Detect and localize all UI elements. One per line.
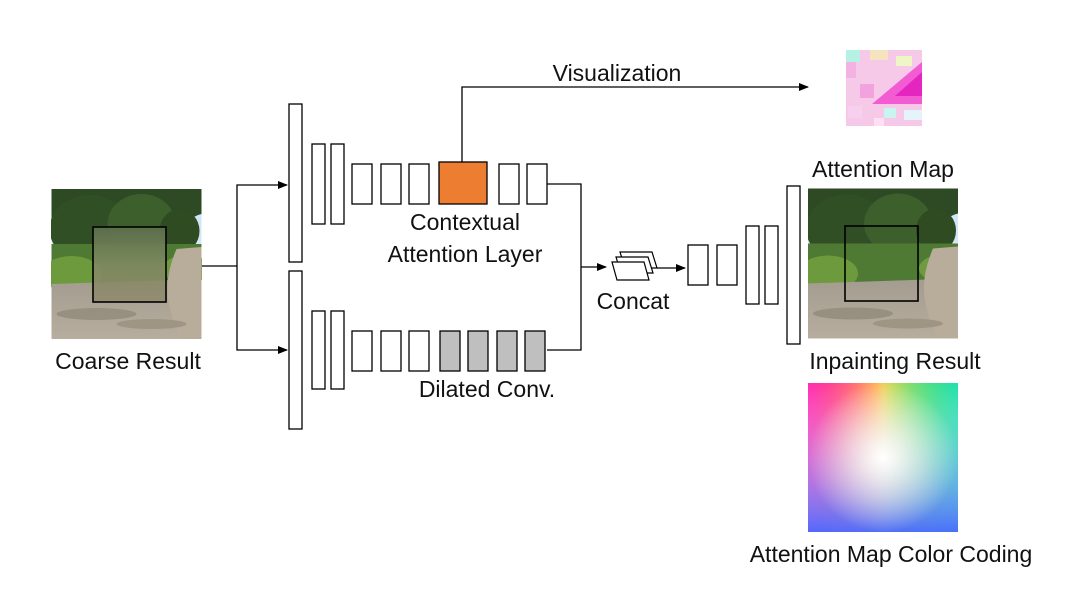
bottom-conv-block-3 [330, 310, 345, 390]
top-conv-block-4 [351, 163, 373, 205]
top-conv-block-5 [380, 163, 402, 205]
attention-visualization-image [846, 50, 922, 126]
contextual-attention-block [438, 161, 488, 205]
visualization-arrow [461, 83, 809, 162]
coarse-blurred-hole [93, 227, 166, 302]
decoder-block-5 [786, 185, 801, 345]
contextual-label-line1: Contextual [410, 209, 520, 235]
bottom-conv-block-5 [380, 330, 402, 372]
attention-map-label: Attention Map [812, 156, 954, 182]
top-conv-block-1 [288, 103, 303, 263]
dilated-conv-block-4 [524, 330, 546, 372]
contextual-label-line2: Attention Layer [388, 241, 543, 267]
concat-label: Concat [597, 288, 670, 314]
bottom-conv-block-4 [351, 330, 373, 372]
top-conv-block-8 [526, 163, 548, 205]
dilated-conv-block-3 [496, 330, 518, 372]
concat-icon [611, 251, 658, 281]
coarse-result-label: Coarse Result [55, 348, 201, 374]
top-conv-block-6 [408, 163, 430, 205]
top-conv-block-7 [498, 163, 520, 205]
decoder-block-4 [764, 225, 779, 305]
decoder-block-2 [716, 244, 738, 286]
input-split-connector [202, 181, 288, 354]
top-conv-block-2 [311, 143, 326, 225]
color-coding-label: Attention Map Color Coding [750, 541, 1033, 567]
dilated-conv-label: Dilated Conv. [419, 376, 555, 402]
inpainting-result-label: Inpainting Result [809, 348, 981, 374]
bottom-conv-block-2 [311, 310, 326, 390]
decoder-block-3 [745, 225, 760, 305]
bottom-branch [288, 270, 546, 430]
top-conv-block-3 [330, 143, 345, 225]
coarse-result-image [42, 189, 211, 339]
inpainted-region-box [844, 225, 919, 302]
bottom-conv-block-1 [288, 270, 303, 430]
inpainting-result-image [798, 189, 967, 339]
decoder [687, 185, 801, 345]
color-coding-image [808, 383, 958, 532]
dilated-conv-block-2 [467, 330, 489, 372]
visualization-label: Visualization [553, 60, 682, 86]
bottom-conv-block-6 [408, 330, 430, 372]
coarse-hole-box [92, 226, 167, 303]
merge-connector [547, 183, 607, 351]
dilated-conv-block-1 [439, 330, 461, 372]
top-branch [288, 103, 548, 263]
decoder-block-1 [687, 244, 709, 286]
